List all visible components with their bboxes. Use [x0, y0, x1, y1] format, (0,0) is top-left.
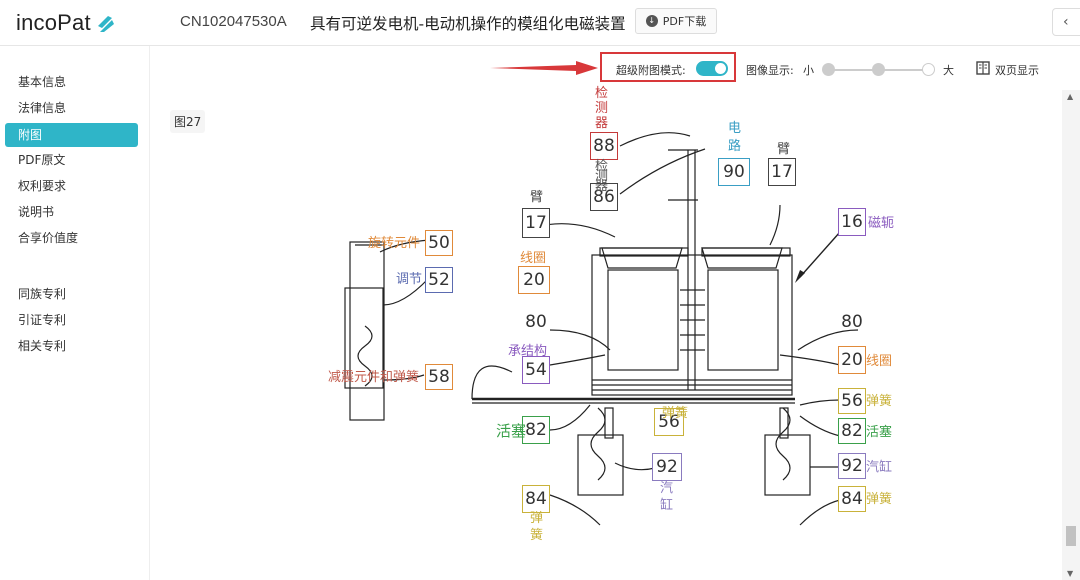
callout-88: 88 [590, 132, 618, 160]
slider-stop-medium[interactable] [872, 63, 885, 76]
scroll-up-icon[interactable]: ▲ [1067, 92, 1074, 101]
callout-56-right: 56 [838, 388, 866, 414]
callout-80-left: 80 [525, 312, 547, 332]
callout-52: 52 [425, 267, 453, 293]
size-large-label: 大 [943, 64, 954, 77]
callout-58: 58 [425, 364, 453, 390]
term-spring-right-bottom: 弹簧 [866, 492, 893, 507]
highlight-box [600, 52, 736, 82]
slider-stop-large[interactable] [922, 63, 935, 76]
callout-82-right: 82 [838, 418, 866, 444]
patent-number: CN102047530A [180, 13, 287, 30]
download-icon: ↓ [645, 15, 658, 27]
term-arm-left: 臂 [530, 190, 544, 205]
scroll-down-icon[interactable]: ▼ [1067, 569, 1074, 578]
pdf-download-label: PDF下载 [662, 15, 707, 28]
sidebar: 基本信息 法律信息 附图 PDF原文 权利要求 说明书 合享价值度 同族专利 引… [0, 46, 150, 580]
sidebar-item-description[interactable]: 说明书 [18, 205, 55, 219]
logo-mark-icon [97, 16, 114, 32]
term-coil-right: 线圈 [866, 354, 893, 369]
super-mode-toggle[interactable] [696, 61, 728, 76]
back-button[interactable]: ‹ [1052, 8, 1080, 36]
callout-54: 54 [522, 356, 550, 384]
sidebar-item-basic-info[interactable]: 基本信息 [18, 75, 67, 89]
callout-84-right: 84 [838, 486, 866, 512]
patent-drawing [344, 132, 859, 526]
dual-page-icon[interactable] [976, 61, 990, 75]
logo-text: incoPat [16, 10, 91, 35]
logo[interactable]: incoPat [16, 10, 116, 36]
callout-17-left: 17 [522, 208, 550, 238]
term-adjust: 调节 [396, 272, 423, 287]
term-cylinder-left: 汽缸 [660, 481, 674, 513]
callout-84-left: 84 [522, 485, 550, 513]
callout-20-left: 20 [518, 266, 550, 294]
pdf-download-button[interactable]: ↓ PDF下载 [635, 8, 717, 34]
term-yoke: 磁轭 [868, 216, 895, 231]
image-display-label: 图像显示: [746, 64, 794, 77]
dual-page-label[interactable]: 双页显示 [995, 64, 1039, 77]
callout-56-left: 56 [654, 408, 684, 436]
term-rotating-member: 旋转元件 [368, 236, 421, 251]
callout-50: 50 [425, 230, 453, 256]
term-structure: 承结构 [508, 344, 548, 359]
sidebar-item-related[interactable]: 相关专利 [18, 339, 67, 353]
patent-title: 具有可逆发电机-电动机操作的模组化电磁装置 [310, 15, 626, 33]
term-spring-mid: 弹簧 [662, 406, 689, 421]
callout-90: 90 [718, 158, 750, 186]
size-small-label: 小 [803, 64, 814, 77]
figure-label: 图27 [170, 110, 206, 133]
callout-82-left: 82 [522, 416, 550, 444]
term-detector-mid: 检测器 [595, 159, 609, 194]
callout-92-left: 92 [652, 453, 682, 481]
figure-toolbar: 超级附图模式: 图像显示: 小 大 双页显示 [150, 46, 1080, 90]
scroll-thumb[interactable] [1066, 526, 1076, 546]
red-arrow-annotation [490, 61, 598, 75]
callout-20-right: 20 [838, 346, 866, 374]
term-coil-left: 线圈 [520, 251, 547, 266]
chevron-left-icon: ‹ [1063, 14, 1069, 30]
term-piston-right: 活塞 [866, 425, 893, 440]
term-damper-spring: 减震元件和弹簧 [328, 370, 420, 385]
callout-16: 16 [838, 208, 866, 236]
sidebar-item-legal-info[interactable]: 法律信息 [18, 101, 67, 115]
header-bar: incoPat CN102047530A 具有可逆发电机-电动机操作的模组化电磁… [0, 0, 1080, 46]
term-detector-top: 检测器 [595, 86, 609, 131]
slider-stop-small[interactable] [822, 63, 835, 76]
sidebar-item-claims[interactable]: 权利要求 [18, 179, 67, 193]
term-arm-right: 臂 [777, 142, 791, 157]
sidebar-item-citations[interactable]: 引证专利 [18, 313, 67, 327]
term-spring-right-top: 弹簧 [866, 394, 893, 409]
term-piston-left: 活塞 [496, 422, 527, 440]
sidebar-item-family[interactable]: 同族专利 [18, 287, 67, 301]
term-spring-bottom: 弹簧 [530, 511, 544, 543]
term-cylinder-right: 汽缸 [866, 460, 893, 475]
callout-92-right: 92 [838, 453, 866, 479]
figure-viewer[interactable]: 图27 [150, 86, 1062, 580]
vertical-scrollbar[interactable]: ▲ ▼ [1062, 90, 1080, 580]
callout-86: 86 [590, 183, 618, 211]
sidebar-item-value[interactable]: 合享价值度 [18, 231, 79, 245]
toggle-knob [715, 63, 726, 74]
term-circuit: 电路 [728, 121, 742, 154]
callout-17-right: 17 [768, 158, 796, 186]
super-mode-label: 超级附图模式: [616, 64, 686, 77]
sidebar-item-drawings[interactable]: 附图 [5, 123, 138, 147]
sidebar-item-pdf-original[interactable]: PDF原文 [18, 153, 66, 167]
callout-80-right: 80 [841, 312, 863, 332]
